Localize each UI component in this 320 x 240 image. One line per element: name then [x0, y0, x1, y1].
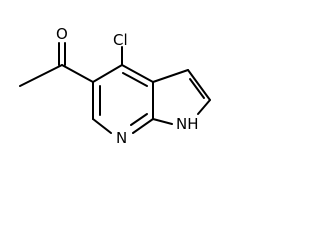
- bond-carbonyl-methyl: [19, 64, 63, 87]
- bond-c5-c4: [92, 64, 123, 83]
- structure-canvas: O Cl N NH: [19, 25, 211, 147]
- bond-c7a-n7-inner: [130, 113, 148, 126]
- atom-label-group: O Cl N NH: [56, 25, 199, 147]
- bond-c5-carbonyl-c: [61, 64, 94, 83]
- bond-c4-c4a-inner: [122, 72, 148, 87]
- pyridine-nitrogen-atom-label: N: [116, 129, 127, 147]
- bond-group: [19, 42, 211, 134]
- bond-c4-c4a: [121, 64, 154, 83]
- bond-c2-n1: [197, 99, 211, 115]
- chlorine-atom-label: Cl: [113, 31, 128, 49]
- bond-n7-c6: [92, 118, 112, 134]
- bond-c3-c2-inner: [189, 78, 205, 99]
- bond-c4a-c3: [152, 69, 189, 83]
- pyrrole-nh-atom-label: NH: [176, 115, 199, 133]
- bond-c3-c2: [187, 69, 211, 101]
- oxygen-atom-label: O: [56, 25, 68, 43]
- bond-c7a-n7: [132, 118, 154, 134]
- bond-n1-c7a: [152, 118, 173, 125]
- chemical-structure-diagram: O Cl N NH: [19, 25, 211, 147]
